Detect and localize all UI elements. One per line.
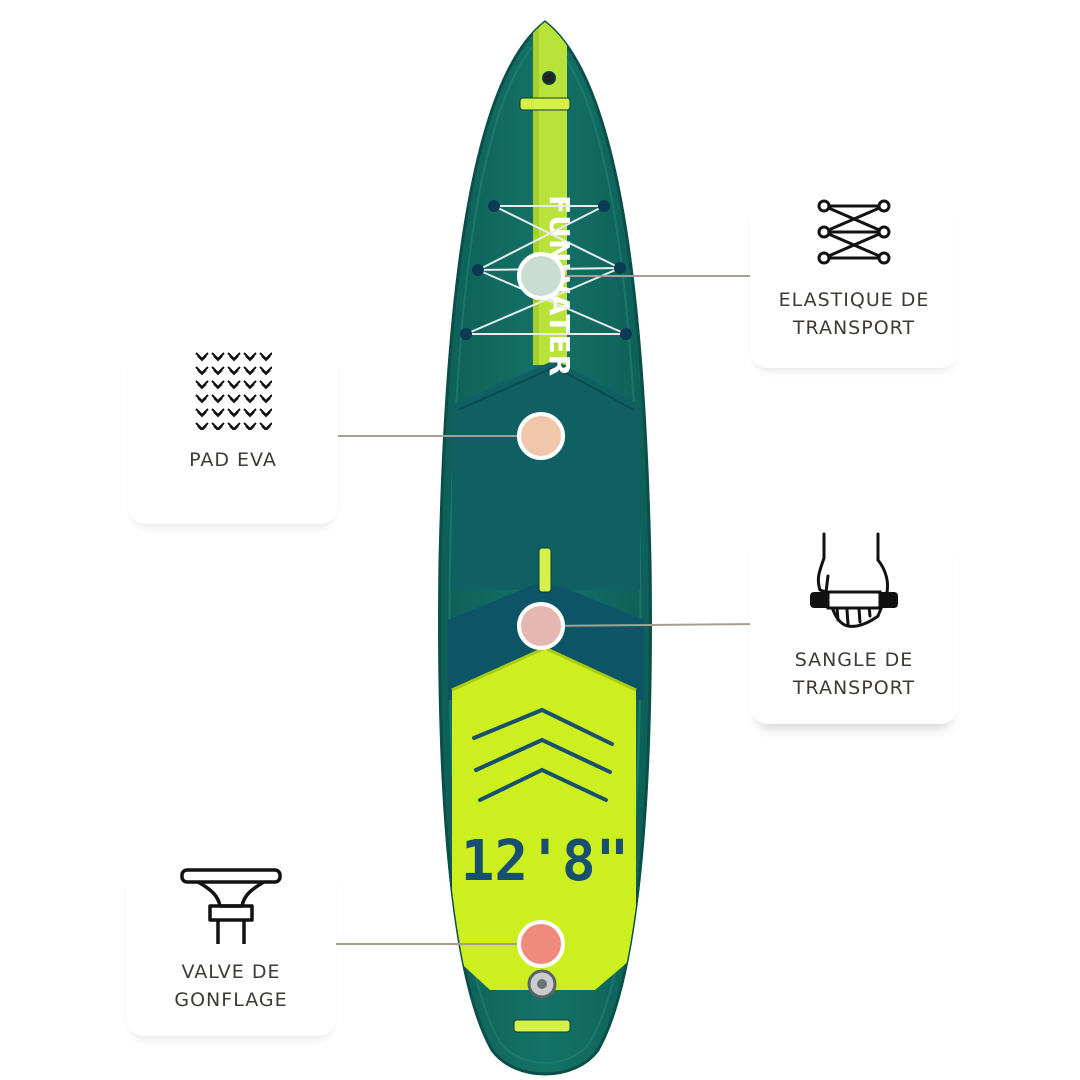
- feature-card-pad: PAD EVA: [128, 340, 338, 524]
- carry-handle-icon: [810, 532, 898, 628]
- hotspot-valve: [517, 920, 565, 968]
- leader-lines: [329, 275, 759, 945]
- hotspot-dots: [517, 252, 565, 968]
- feature-label-elastic: ELASTIQUE DE TRANSPORT: [778, 289, 930, 339]
- deck-pad: [452, 360, 640, 590]
- feature-label-pad: PAD EVA: [189, 449, 277, 471]
- bungee-cord-icon: [817, 199, 891, 265]
- bow-plug: [542, 71, 556, 85]
- bow-handle-patch: [519, 97, 571, 111]
- eva-pad-pattern-icon: [194, 350, 272, 430]
- feature-card-valve: VALVE DE GONFLAGE: [126, 858, 336, 1036]
- feature-card-sangle: SANGLE DE TRANSPORT: [750, 528, 958, 724]
- feature-label-valve: VALVE DE GONFLAGE: [174, 961, 288, 1011]
- hotspot-pad: [517, 412, 565, 460]
- hotspot-elastic: [517, 252, 565, 300]
- inflation-valve-icon: [180, 868, 282, 944]
- board-size-label: 12'8": [461, 829, 630, 894]
- feature-label-sangle: SANGLE DE TRANSPORT: [792, 649, 916, 699]
- board-rail-inner: [448, 32, 642, 1064]
- feature-card-elastic: ELASTIQUE DE TRANSPORT: [750, 190, 958, 368]
- bungee-anchors: [460, 200, 632, 340]
- tail-chevrons: [472, 707, 614, 802]
- tail-handle-patch: [513, 1019, 571, 1033]
- hotspot-sangle: [517, 602, 565, 650]
- center-carry-handle: [538, 547, 552, 593]
